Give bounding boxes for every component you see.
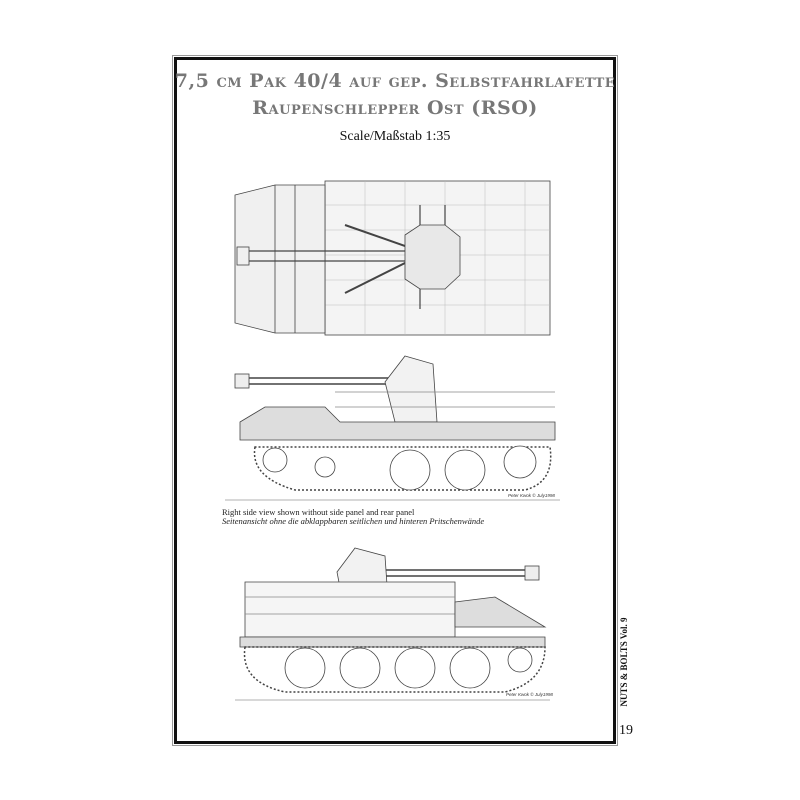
title-line-2: Raupenschlepper Ost (RSO) xyxy=(252,97,538,119)
page-frame xyxy=(172,55,618,746)
page-number: 19 xyxy=(619,723,633,738)
caption-german: Seitenansicht ohne die abklappbaren seit… xyxy=(222,516,485,526)
running-title: NUTS & BOLTS Vol. 9 xyxy=(619,617,629,706)
top-view-drawing xyxy=(234,180,551,336)
title-line-1: 7,5 cm Pak 40/4 auf gep. Selbstfahrlafet… xyxy=(174,70,616,92)
drawing-credit: Peter Kwok © July1998 xyxy=(508,493,555,498)
drawing-credit: Peter Kwok © July1998 xyxy=(506,692,553,697)
scale-label: Scale/Maßstab 1:35 xyxy=(339,129,451,144)
side-view-left-drawing xyxy=(235,547,550,701)
caption-english: Right side view shown without side panel… xyxy=(222,507,415,517)
side-view-right-drawing xyxy=(225,355,560,501)
